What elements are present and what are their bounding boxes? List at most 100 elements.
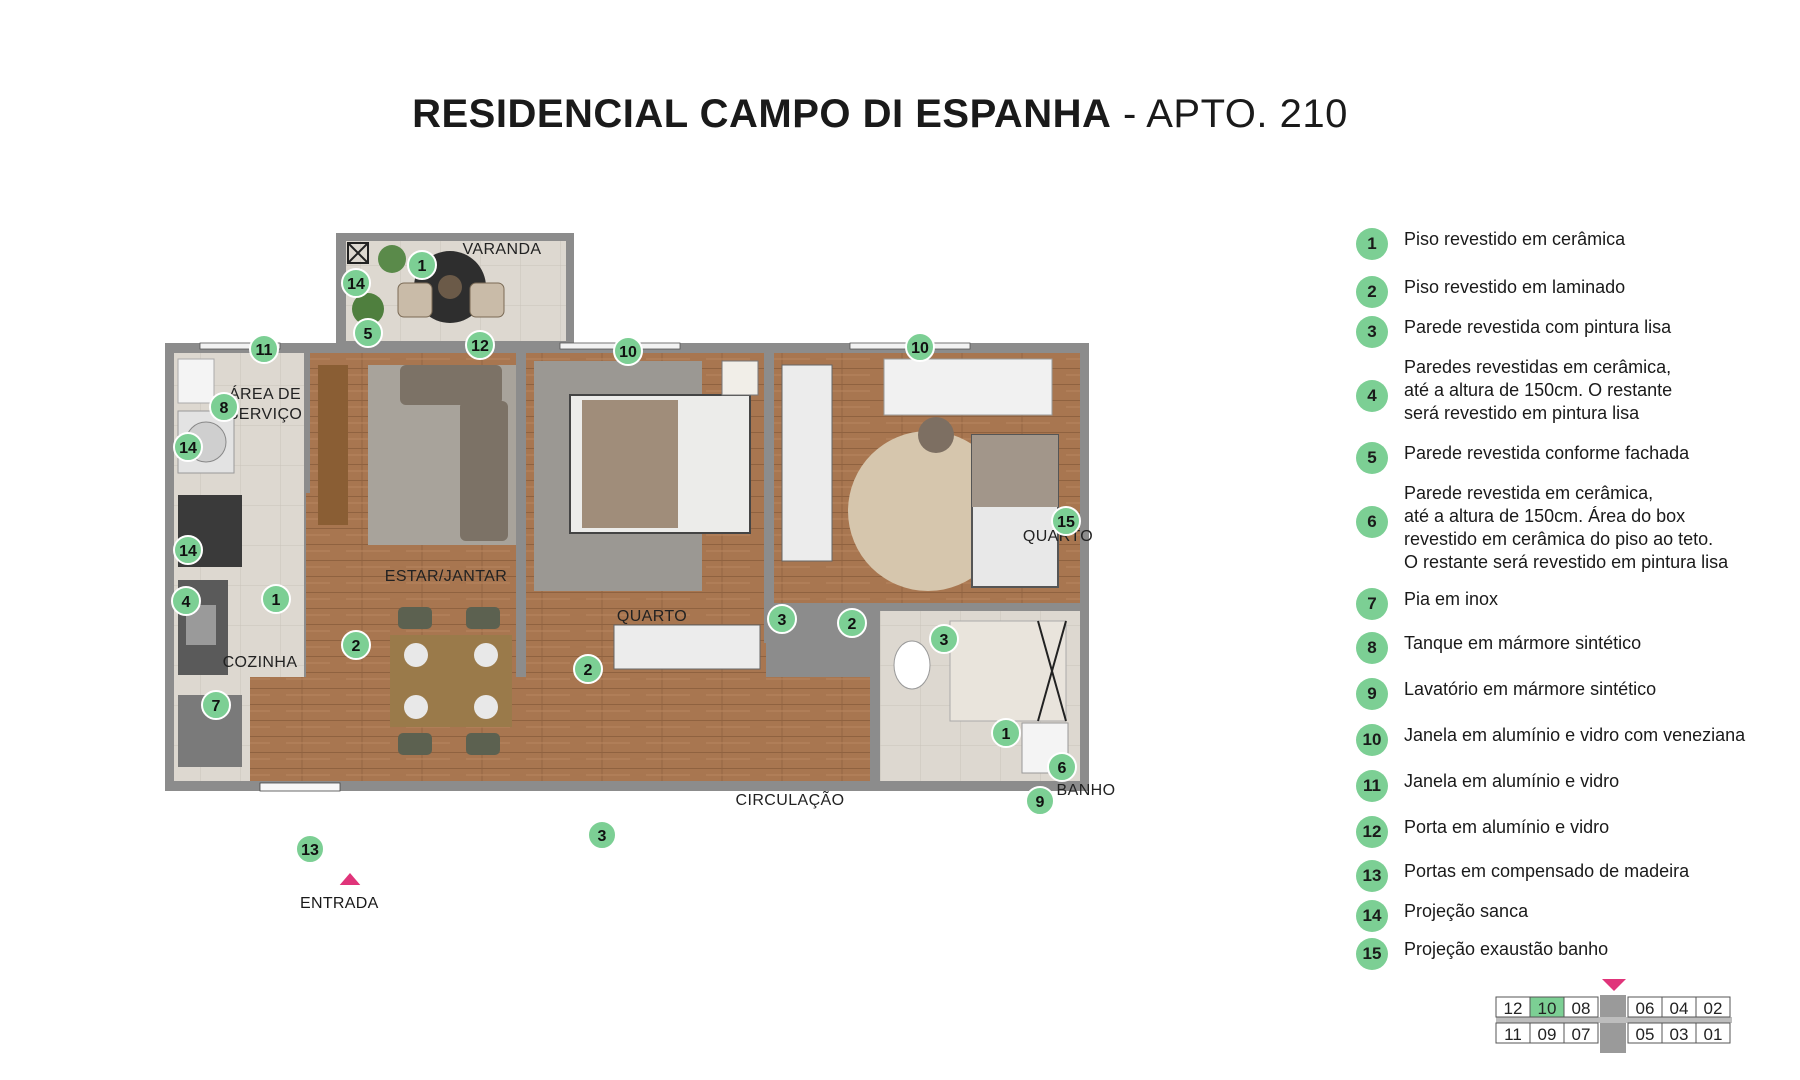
legend-text: Porta em alumínio e vidro [1404, 817, 1610, 837]
svg-text:3: 3 [598, 828, 607, 845]
svg-text:14: 14 [347, 276, 365, 293]
balcony-chair [397, 282, 433, 318]
plan-marker: 6 [1047, 752, 1077, 782]
legend-text: Tanque em mármore sintético [1404, 633, 1642, 653]
corridor-floor [250, 677, 870, 781]
keyplan-label: 04 [1670, 999, 1689, 1018]
svg-text:7: 7 [212, 698, 221, 715]
legend-item: 9 Lavatório em mármore sintético [1356, 678, 1794, 710]
svg-text:12: 12 [471, 338, 489, 355]
svg-text:10: 10 [619, 344, 637, 361]
keyplan-arrow-icon [1602, 979, 1626, 991]
svg-text:6: 6 [1058, 760, 1067, 777]
keyplan-label: 03 [1670, 1025, 1689, 1044]
plan-marker: 10 [613, 336, 643, 366]
plan-marker: 14 [173, 432, 203, 462]
legend-text: Portas em compensado de madeira [1404, 861, 1690, 881]
plate [404, 643, 428, 667]
svg-text:2: 2 [584, 662, 593, 679]
keyplan-label: 07 [1572, 1025, 1591, 1044]
keyplan-label: 08 [1572, 999, 1591, 1018]
shower-x [1037, 620, 1067, 722]
shoe-rack [613, 624, 761, 670]
plan-marker: 3 [929, 624, 959, 654]
round-rug [848, 431, 1008, 591]
legend-item: 6 Parede revestida em cerâmica, até a al… [1356, 482, 1794, 574]
plan-marker: 15 [1051, 506, 1081, 536]
plan-marker: 11 [249, 334, 279, 364]
keyplan-label: 02 [1704, 999, 1723, 1018]
keyplan-label: 10 [1538, 999, 1557, 1018]
shower-box [949, 620, 1067, 722]
keyplan-label: 06 [1636, 999, 1655, 1018]
legend-number: 2 [1356, 276, 1388, 308]
balcony-chair [469, 282, 505, 318]
entry-arrow-icon [339, 873, 361, 885]
svg-text:9: 9 [1036, 794, 1045, 811]
legend-text: Pia em inox [1404, 589, 1499, 609]
wall [304, 353, 310, 493]
svg-text:11: 11 [256, 342, 273, 359]
wall [764, 353, 774, 643]
plan-marker: 5 [353, 318, 383, 348]
legend-number: 5 [1356, 442, 1388, 474]
plan-marker: 2 [341, 630, 371, 660]
keyplan-units: 12 10 08 06 04 02 11 09 07 05 03 01 [1495, 996, 1731, 1044]
svg-text:8: 8 [220, 400, 229, 417]
keyplan-label: 05 [1636, 1025, 1655, 1044]
sofa [400, 365, 502, 405]
room-label-varanda: VARANDA [463, 241, 542, 258]
wall [516, 353, 526, 673]
legend-text: Parede revestida com pintura lisa [1404, 317, 1672, 337]
title-sub: - APTO. 210 [1123, 92, 1348, 136]
single-bed-cover [972, 435, 1058, 507]
toilet [893, 640, 931, 690]
legend-text: Janela em alumínio e vidro com veneziana [1404, 725, 1746, 745]
keyplan-unit [1695, 1022, 1731, 1044]
plan-marker: 7 [201, 690, 231, 720]
plan-marker: 2 [573, 654, 603, 684]
desk [883, 358, 1053, 416]
legend-number: 3 [1356, 316, 1388, 348]
keyplan-label: 09 [1538, 1025, 1557, 1044]
legend-item: 11 Janela em alumínio e vidro [1356, 770, 1794, 802]
door-opening [259, 782, 341, 792]
chair [398, 733, 432, 755]
plan-marker: 1 [407, 250, 437, 280]
svg-text:1: 1 [418, 258, 427, 275]
entrance-label: ENTRADA [300, 895, 379, 912]
legend-number: 10 [1356, 724, 1388, 756]
plan-marker: 14 [341, 268, 371, 298]
legend-text: Projeção sanca [1404, 901, 1529, 921]
legend-text: Janela em alumínio e vidro [1404, 771, 1620, 791]
chair [398, 607, 432, 629]
room-label-cozinha: COZINHA [223, 654, 298, 671]
legend-text: Paredes revestidas em cerâmica, até a al… [1404, 357, 1673, 423]
svg-text:10: 10 [911, 340, 929, 357]
plant [352, 293, 384, 325]
legend-item: 5 Parede revestida conforme fachada [1356, 442, 1794, 474]
legend-item: 15 Projeção exaustão banho [1356, 938, 1794, 970]
legend-text: Piso revestido em laminado [1404, 277, 1626, 297]
svg-text:1: 1 [272, 592, 281, 609]
legend-number: 11 [1356, 770, 1388, 802]
keyplan-core [1600, 995, 1626, 1053]
plan-marker: 8 [209, 392, 239, 422]
legend-item: 10 Janela em alumínio e vidro com venezi… [1356, 724, 1794, 756]
svg-text:1: 1 [1002, 726, 1011, 743]
legend-text: Projeção exaustão banho [1404, 939, 1609, 959]
svg-text:13: 13 [301, 842, 319, 859]
legend-item: 2 Piso revestido em laminado [1356, 276, 1794, 308]
room-label-circulacao: CIRCULAÇÃO [736, 789, 845, 809]
legend-text: Parede revestida em cerâmica, até a altu… [1404, 483, 1729, 572]
page-title: RESIDENCIAL CAMPO DI ESPANHA - APTO. 210 [0, 92, 1760, 137]
legend-item: 8 Tanque em mármore sintético [1356, 632, 1794, 664]
keyplan-unit [1695, 996, 1731, 1018]
balcony-x [347, 242, 369, 264]
wall [870, 603, 878, 781]
plan-marker: 4 [171, 586, 201, 616]
legend-item: 12 Porta em alumínio e vidro [1356, 816, 1794, 848]
legend-number: 9 [1356, 678, 1388, 710]
svg-text:2: 2 [352, 638, 361, 655]
room-label-area-servico: SERVIÇO [228, 406, 303, 423]
